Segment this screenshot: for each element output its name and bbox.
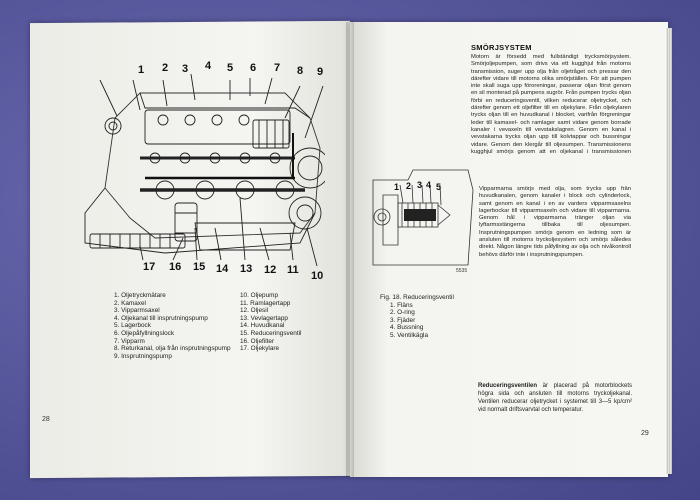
figure-item: 5. Ventilkägla [390, 331, 429, 339]
figure-item: 4. Bussning [390, 324, 424, 331]
legend-item: 4. Oljekanal till insprutningspump [114, 314, 208, 322]
callout-13: 13 [240, 263, 253, 275]
reducing-valve-drawing [372, 169, 474, 266]
legend-item: 7. Vipparm [114, 337, 145, 345]
reducing-valve-text: är placerad på motorblockets högra sida … [478, 383, 632, 413]
legend-item: 17. Oljekylare [240, 345, 280, 353]
page-number-right: 29 [641, 430, 649, 437]
reducing-valve-paragraph: Reduceringsventilen är placerad på motor… [478, 382, 632, 414]
valve-callout-2: 2 [406, 181, 412, 191]
valve-callout-5: 5 [436, 182, 442, 192]
booklet-spine [346, 22, 354, 477]
callout-14: 14 [216, 263, 229, 275]
legend-item: 6. Oljepåfyllningslock [114, 329, 175, 337]
engine-cutaway-drawing [84, 73, 325, 267]
legend-item: 12. Oljesil [240, 307, 269, 315]
legend-item: 9. Insprutningspump [114, 352, 172, 360]
callout-9: 9 [317, 66, 324, 78]
legend-item: 1. Oljetryckmätare [114, 292, 166, 299]
callout-11: 11 [287, 264, 299, 276]
figure-item: 2. O-ring [390, 309, 415, 316]
valve-callout-3: 3 [417, 180, 423, 190]
page-number-left: 28 [42, 416, 50, 423]
legend-item: 3. Vipparmsaxel [114, 307, 160, 315]
legend-right-column: 10. Oljepump 11. Ramlagertapp 12. Oljesi… [240, 292, 301, 353]
photo-id: 5535 [456, 268, 468, 274]
legend-item: 16. Oljefilter [240, 337, 275, 345]
figure-title: Fig. 18. Reduceringsventil [380, 294, 454, 301]
valve-callout-4: 4 [426, 180, 432, 190]
callout-10: 10 [311, 270, 324, 282]
valve-callout-1: 1 [394, 182, 400, 192]
callout-6: 6 [250, 62, 257, 74]
callout-4: 4 [205, 60, 212, 72]
callout-12: 12 [264, 264, 277, 276]
figure-item: 3. Fjäder [390, 316, 416, 324]
callout-3: 3 [182, 63, 189, 75]
page-edges [666, 28, 672, 474]
legend-item: 10. Oljepump [240, 292, 279, 299]
callout-7: 7 [274, 62, 281, 74]
body-paragraph-2: Vipparmarna smörjs med olja, som trycks … [479, 186, 631, 258]
callout-5: 5 [227, 62, 234, 74]
callout-2: 2 [162, 62, 169, 74]
callout-16: 16 [169, 261, 182, 273]
legend-item: 14. Huvudkanal [240, 322, 285, 330]
section-title: SMÖRJSYSTEM [471, 43, 532, 52]
callout-1: 1 [138, 64, 145, 76]
figure-item: 1. Fläns [390, 301, 413, 309]
legend-item: 13. Vevlagertapp [240, 314, 288, 322]
callout-8: 8 [297, 65, 304, 77]
legend-left-column: 1. Oljetryckmätare 2. Kamaxel 3. Vipparm… [114, 292, 231, 360]
reducing-valve-lead: Reduceringsventilen [478, 383, 538, 389]
right-page [350, 22, 668, 477]
legend-item: 11. Ramlagertapp [240, 299, 291, 307]
legend-item: 5. Lagerbock [114, 322, 151, 330]
figure-caption: Fig. 18. Reduceringsventil 1. Fläns 2. O… [380, 294, 454, 339]
callout-15: 15 [193, 261, 206, 273]
legend-item: 2. Kamaxel [114, 299, 146, 307]
open-booklet [30, 20, 672, 492]
body-paragraph-1: Motorn är försedd med fullständigt tryck… [471, 54, 631, 154]
callout-17: 17 [143, 261, 156, 273]
legend-item: 15. Reduceringsventil [240, 329, 302, 337]
legend-item: 8. Returkanal, olja från insprutningspum… [114, 345, 231, 353]
